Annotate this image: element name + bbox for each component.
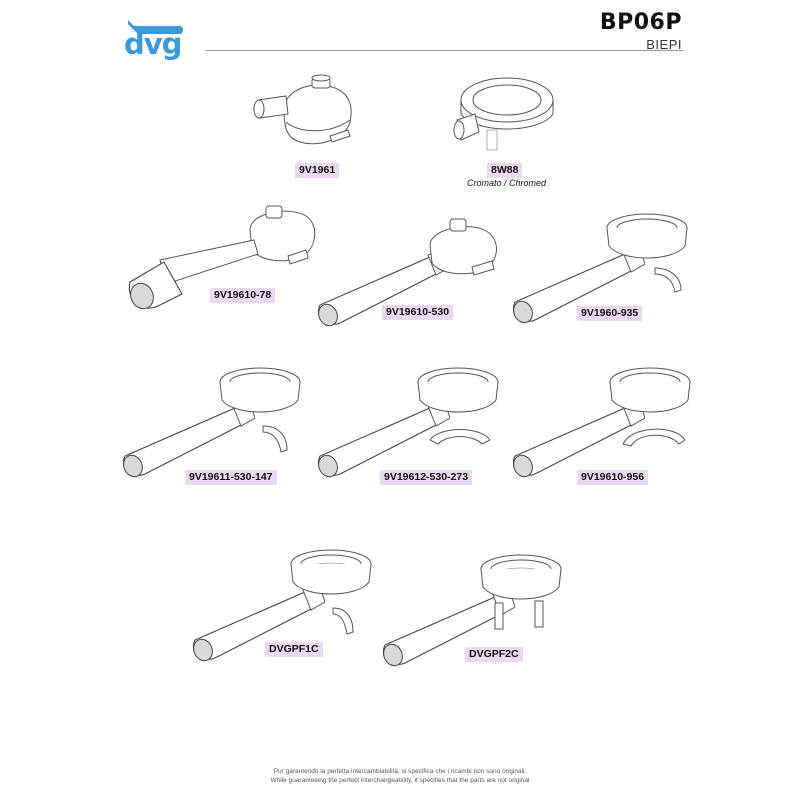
filter-holder-basket-icon [189, 540, 385, 665]
part-9V19611-530-147: 9V19611-530-147 [115, 360, 315, 490]
part-code: 9V19612-530-273 [380, 470, 473, 485]
model-code: BP06P [599, 10, 682, 35]
logo-text: dvg [124, 27, 182, 61]
brand-name: BIEPI [646, 37, 682, 52]
filter-holder-double-spout-icon [509, 360, 705, 481]
pod-filter-holder-long-icon [120, 200, 320, 320]
part-code: 9V19610-530 [382, 305, 454, 320]
footer-line-1: Pur garantendo la perfetta intercambiabi… [273, 768, 527, 775]
part-note: Cromato / Chromed [467, 178, 547, 188]
part-code: 8W88 [487, 163, 523, 178]
header-divider [205, 50, 683, 51]
filter-holder-single-spout-icon [119, 360, 315, 481]
part-9V19610-530: 9V19610-530 [310, 215, 510, 335]
filter-ring-icon [445, 70, 565, 160]
filter-holder-single-spout-icon [509, 210, 705, 327]
part-9V19612-530-273: 9V19612-530-273 [310, 360, 510, 490]
part-9V1961: 9V1961 [250, 70, 360, 178]
part-code: DVGPF2C [465, 647, 523, 662]
part-code: 9V19611-530-147 [185, 470, 277, 485]
part-code: 9V1960-935 [577, 306, 643, 321]
part-code: 9V19610-956 [577, 470, 649, 485]
part-9V19610-78: 9V19610-78 [120, 200, 320, 320]
part-code: DVGPF1C [265, 642, 323, 657]
filter-holder-basket-icon [379, 545, 575, 670]
part-9V1960-935: 9V1960-935 [505, 210, 705, 330]
dvg-logo-icon [128, 20, 183, 34]
footer-line-2: While guaranteeing the perfect interchan… [270, 777, 530, 784]
part-code: 9V1961 [295, 163, 340, 178]
pod-holder-cap-icon [250, 70, 360, 160]
part-8W88: 8W88 Cromato / Chromed [445, 70, 565, 188]
part-9V19610-956: 9V19610-956 [505, 360, 705, 490]
part-DVGPF1C: DVGPF1C [185, 540, 385, 670]
part-DVGPF2C: DVGPF2C [375, 545, 575, 675]
pod-filter-holder-icon [314, 215, 510, 330]
filter-holder-double-spout-icon [314, 360, 510, 481]
part-code: 9V19610-78 [210, 288, 276, 303]
